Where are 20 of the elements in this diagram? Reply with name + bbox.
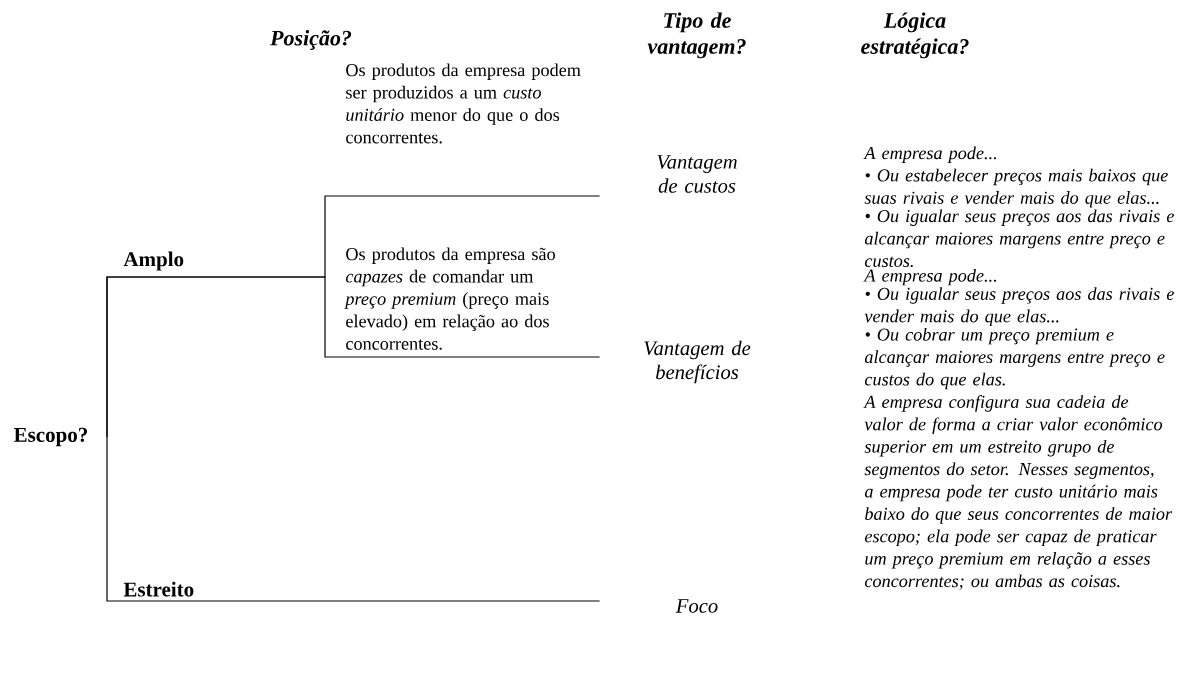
category-label: Escopo? bbox=[13, 427, 88, 447]
logic-text: A empresa configura sua cadeia de valor de forma a criar valor econômico superior em um estreito grupo de segmentos do setor. Nesses segmentos, a empresa pode ter custo unitário mais baixo do que seus concorrentes de maior escopo; ela pode ser capaz de praticar um preço premium em relação a esses concorrentes; ou ambas as coisas. bbox=[863, 395, 1173, 590]
logic-text: • Ou estabelecer preços mais baixos que suas rivais e vender mais do que elas... bbox=[864, 168, 1168, 208]
branch-label: Amplo bbox=[123, 251, 184, 271]
advantage-label: Vantagem de custos bbox=[657, 155, 737, 193]
logic-text: A empresa pode... bbox=[863, 268, 997, 286]
logic-text: • Ou igualar seus preços aos das rivais e vender mais do que elas... bbox=[864, 287, 1174, 327]
column-heading: Tipo de vantagem? bbox=[647, 12, 746, 59]
advantage-label: Vantagem de benefícios bbox=[644, 340, 751, 384]
tree-line bbox=[106, 276, 601, 438]
column-heading: Lógica estratégica? bbox=[861, 12, 969, 59]
tree-line bbox=[106, 436, 601, 602]
logic-text: • Ou cobrar um preço premium e alcançar maiores margens entre preço e custos do que elas. bbox=[864, 327, 1165, 390]
logic-text: A empresa pode... bbox=[863, 146, 997, 163]
logic-text: • Ou igualar seus preços aos das rivais e alcançar maiores margens entre preço e custos. bbox=[864, 209, 1174, 268]
description-text: Os produtos da empresa são capazes de comandar um preço premium (preço mais elevado) em relação ao dos concorrentes. bbox=[344, 247, 555, 350]
advantage-label: Foco bbox=[675, 599, 718, 613]
description-text: Os produtos da empresa podem ser produzidos a um custo unitário menor do que o dos concorrentes. bbox=[346, 63, 581, 144]
column-heading: Posição? bbox=[270, 30, 352, 50]
branch-label: Estreito bbox=[123, 581, 194, 597]
